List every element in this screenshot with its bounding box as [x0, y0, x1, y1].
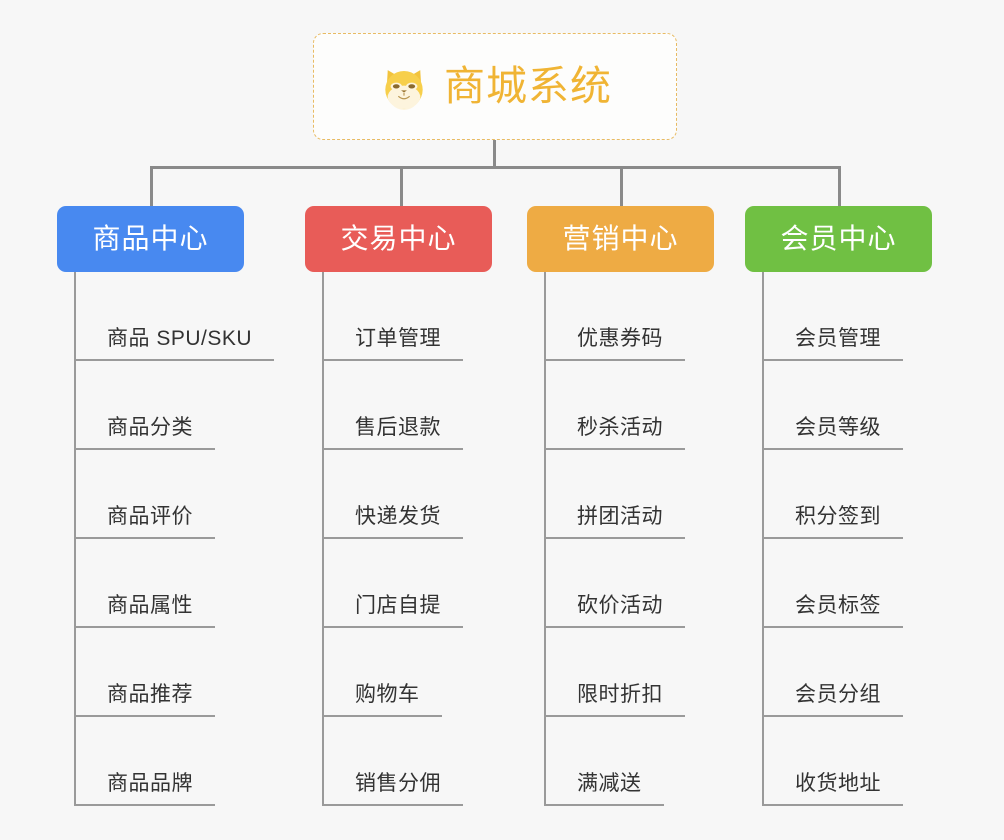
leaf-item[interactable]: 门店自提 — [322, 539, 463, 628]
leaf-item[interactable]: 商品 SPU/SKU — [74, 272, 275, 361]
leaf-spine — [74, 272, 76, 806]
leaf-item-label: 收货地址 — [762, 773, 903, 806]
leaf-item[interactable]: 销售分佣 — [322, 717, 463, 806]
category-box-transaction[interactable]: 交易中心 — [305, 206, 492, 272]
leaf-item[interactable]: 商品品牌 — [74, 717, 215, 806]
leaf-item-label: 砍价活动 — [544, 595, 685, 628]
leaf-spine — [322, 272, 324, 806]
leaf-item-label: 限时折扣 — [544, 684, 685, 717]
leaf-item-label: 快递发货 — [322, 506, 463, 539]
connector-drop-1 — [150, 166, 153, 206]
category-box-member[interactable]: 会员中心 — [745, 206, 932, 272]
leaf-item[interactable]: 会员分组 — [762, 628, 903, 717]
connector-horizontal-bus — [150, 166, 840, 169]
leaf-item[interactable]: 快递发货 — [322, 450, 463, 539]
connector-drop-3 — [620, 166, 623, 206]
leaf-item[interactable]: 商品分类 — [74, 361, 215, 450]
leaf-item-label: 拼团活动 — [544, 506, 685, 539]
leaf-item[interactable]: 会员管理 — [762, 272, 903, 361]
leaf-item-label: 商品分类 — [74, 417, 215, 450]
leaf-item[interactable]: 限时折扣 — [544, 628, 685, 717]
leaf-item-label: 满减送 — [544, 773, 664, 806]
leaf-item-label: 会员等级 — [762, 417, 903, 450]
leaf-item-label: 门店自提 — [322, 595, 463, 628]
leaf-item-label: 商品推荐 — [74, 684, 215, 717]
leaf-item-label: 积分签到 — [762, 506, 903, 539]
leaf-item-label: 商品品牌 — [74, 773, 215, 806]
leaf-item[interactable]: 收货地址 — [762, 717, 903, 806]
leaf-item[interactable]: 商品推荐 — [74, 628, 215, 717]
leaf-item-label: 会员分组 — [762, 684, 903, 717]
leaf-item[interactable]: 购物车 — [322, 628, 442, 717]
category-label: 营销中心 — [562, 223, 679, 254]
category-box-product[interactable]: 商品中心 — [57, 206, 244, 272]
leaf-item[interactable]: 积分签到 — [762, 450, 903, 539]
leaf-item-label: 购物车 — [322, 684, 442, 717]
leaf-item[interactable]: 优惠券码 — [544, 272, 685, 361]
leaf-item[interactable]: 商品属性 — [74, 539, 215, 628]
leaf-item-label: 优惠券码 — [544, 328, 685, 361]
leaf-item[interactable]: 秒杀活动 — [544, 361, 685, 450]
leaf-item-label: 会员标签 — [762, 595, 903, 628]
connector-root-trunk — [493, 140, 496, 168]
category-label: 会员中心 — [780, 223, 897, 254]
leaf-item[interactable]: 砍价活动 — [544, 539, 685, 628]
connector-drop-4 — [838, 166, 841, 206]
leaf-spine — [544, 272, 546, 806]
leaf-item[interactable]: 售后退款 — [322, 361, 463, 450]
leaf-item[interactable]: 会员标签 — [762, 539, 903, 628]
category-label: 商品中心 — [92, 223, 209, 254]
leaf-item-label: 售后退款 — [322, 417, 463, 450]
category-box-marketing[interactable]: 营销中心 — [527, 206, 714, 272]
leaf-item[interactable]: 会员等级 — [762, 361, 903, 450]
leaf-item[interactable]: 拼团活动 — [544, 450, 685, 539]
category-label: 交易中心 — [340, 223, 457, 254]
shiba-dog-face-icon — [378, 62, 430, 114]
leaf-item-label: 订单管理 — [322, 328, 463, 361]
root-node-title: 商城系统 — [444, 63, 612, 109]
connector-drop-2 — [400, 166, 403, 206]
leaf-spine — [762, 272, 764, 806]
leaf-item-label: 商品 SPU/SKU — [74, 328, 275, 361]
leaf-item-label: 商品评价 — [74, 506, 215, 539]
leaf-item[interactable]: 订单管理 — [322, 272, 463, 361]
leaf-item-label: 会员管理 — [762, 328, 903, 361]
leaf-item[interactable]: 满减送 — [544, 717, 664, 806]
leaf-item[interactable]: 商品评价 — [74, 450, 215, 539]
leaf-item-label: 秒杀活动 — [544, 417, 685, 450]
leaf-item-label: 销售分佣 — [322, 773, 463, 806]
root-node-shop-system[interactable]: 商城系统 — [313, 33, 677, 140]
leaf-item-label: 商品属性 — [74, 595, 215, 628]
